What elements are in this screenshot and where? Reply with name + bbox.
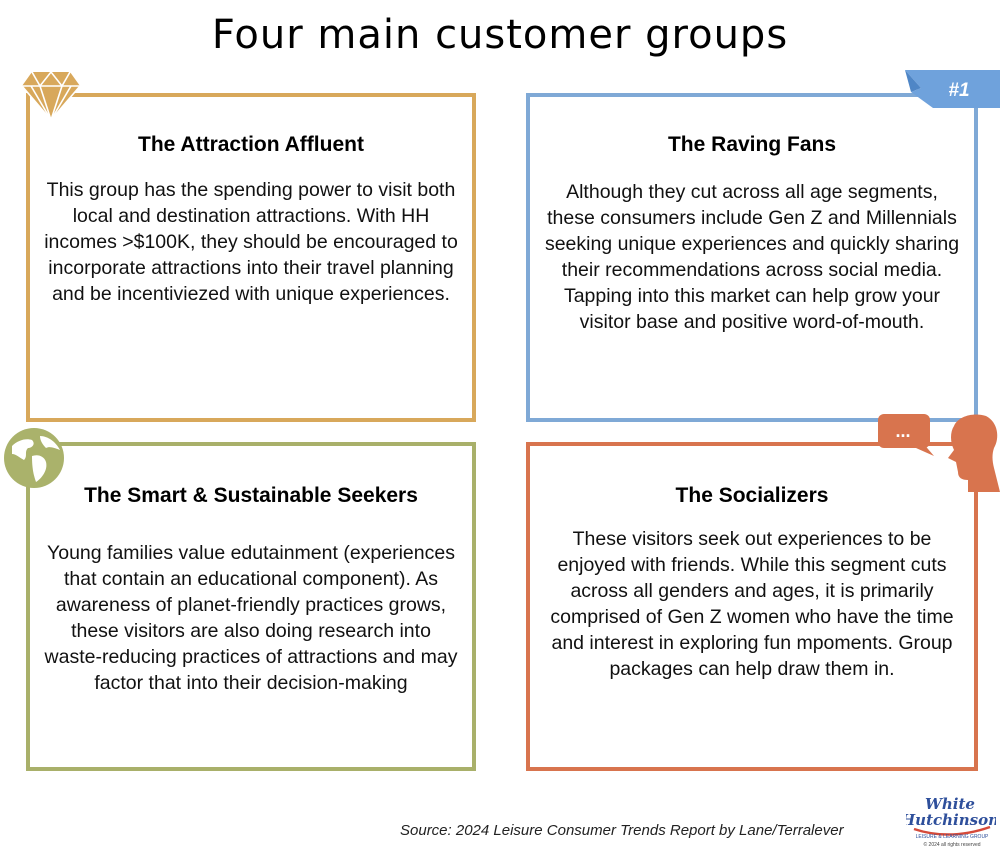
- logo-copyright: © 2024 all rights reserved: [923, 841, 980, 848]
- rank-badge: #1: [948, 80, 969, 101]
- logo-line1: White: [925, 795, 975, 813]
- group-heading: The Socializers: [675, 484, 829, 507]
- page-title: Four main customer groups: [211, 12, 789, 58]
- diamond-icon: [21, 70, 81, 122]
- logo-tagline: LEISURE & LEARNING GROUP: [916, 834, 989, 840]
- group-description: Young families value edutainment (experi…: [44, 542, 458, 694]
- group-card-smart-sustainable-seekers: The Smart & Sustainable Seekers Young fa…: [26, 442, 476, 771]
- speech-bubble-text: ...: [895, 421, 910, 441]
- white-hutchinson-logo: White Hutchinson LEISURE & LEARNING GROU…: [906, 795, 996, 848]
- group-description: These visitors seek out experiences to b…: [550, 528, 954, 680]
- group-description: Although they cut across all age segment…: [544, 181, 960, 333]
- group-description: This group has the spending power to vis…: [44, 179, 458, 305]
- pennant-icon: #1: [905, 70, 1000, 108]
- source-citation: Source: 2024 Leisure Consumer Trends Rep…: [400, 822, 844, 839]
- group-card-raving-fans: The Raving Fans Although they cut across…: [526, 93, 978, 422]
- group-heading: The Raving Fans: [667, 133, 837, 156]
- group-heading: The Attraction Affluent: [138, 133, 364, 156]
- globe-icon: [4, 428, 64, 488]
- group-card-socializers: The Socializers These visitors seek out …: [526, 442, 978, 771]
- logo-line2: Hutchinson: [906, 811, 996, 829]
- group-card-attraction-affluent: The Attraction Affluent This group has t…: [26, 93, 476, 422]
- speech-bubble-head-icon: ...: [878, 414, 1000, 492]
- group-heading: The Smart & Sustainable Seekers: [84, 484, 418, 507]
